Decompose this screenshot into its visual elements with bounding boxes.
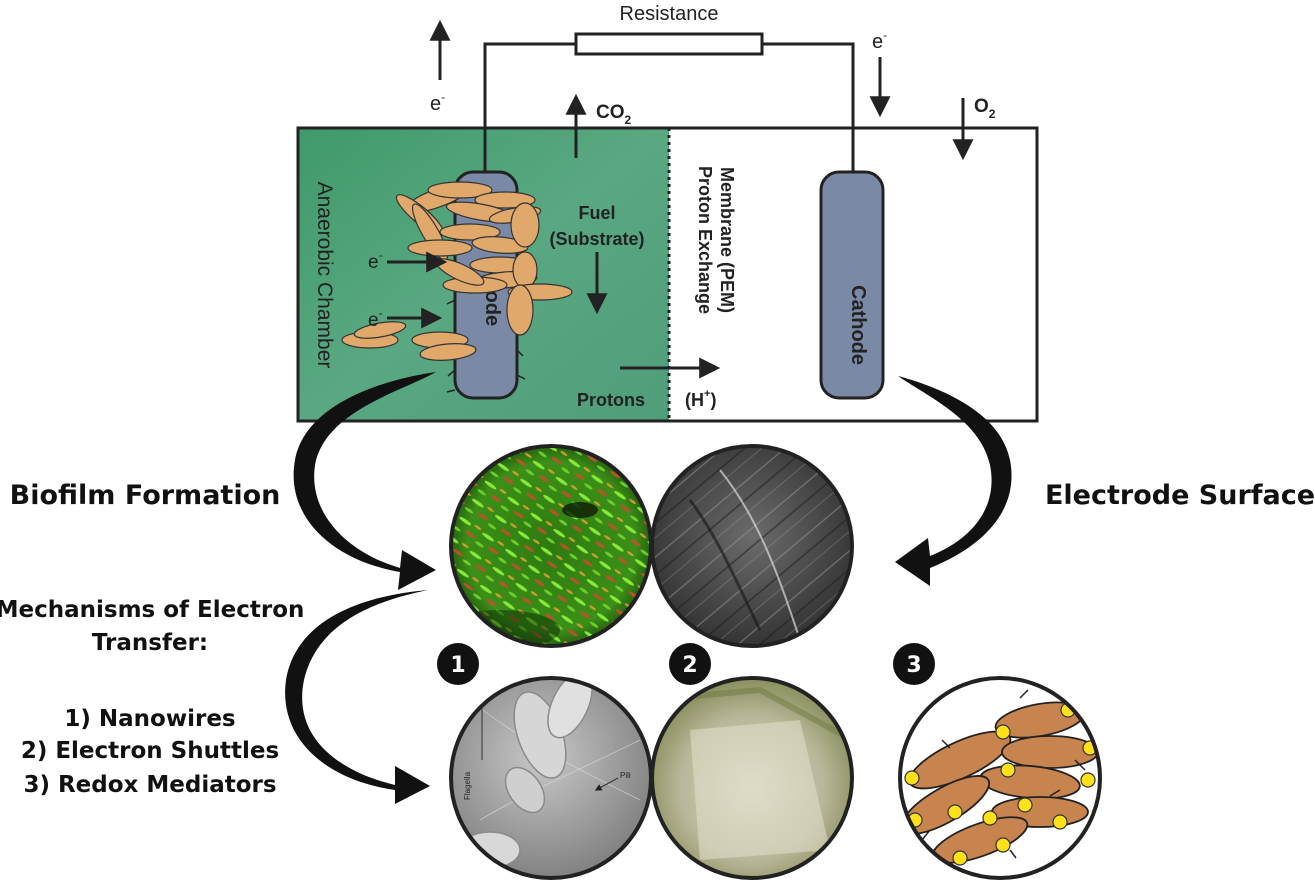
- electron-label-left: e-: [430, 90, 445, 115]
- anode-bacteria-cluster: [341, 181, 573, 361]
- svg-text:3: 3: [906, 653, 921, 678]
- co2-label: CO2: [596, 102, 632, 127]
- nanowires-micrograph: Flagella Pili: [449, 676, 653, 880]
- mechanism-item-1: 1) Nanowires: [64, 706, 235, 732]
- electrode-surface-label: Electrode Surface: [1045, 480, 1315, 511]
- membrane-label-line2: Membrane (PEM): [717, 167, 737, 313]
- circuit-wire-left: [483, 42, 576, 175]
- resistor: [574, 32, 764, 56]
- arrow-anode-to-biofilm: [293, 372, 436, 590]
- circuit-wire-right: [762, 42, 855, 175]
- electron-label-chamber-1: e-: [368, 248, 383, 273]
- flagella-annotation: Flagella: [463, 771, 472, 800]
- electron-label-right: e-: [872, 28, 887, 53]
- resistance-label: Resistance: [620, 3, 719, 25]
- arrow-cathode-to-electrode: [895, 376, 1012, 586]
- mechanism-item-3: 3) Redox Mediators: [23, 772, 276, 798]
- badge-2: 2: [669, 643, 711, 685]
- hplus-label: (H+): [685, 388, 716, 410]
- electron-shuttles-image: [650, 676, 854, 880]
- cathode: [819, 170, 885, 400]
- redox-mediators-illustration: [898, 676, 1102, 880]
- svg-text:1: 1: [450, 653, 465, 678]
- electrode-surface-micrograph: [650, 444, 854, 648]
- arrow-biofilm-to-mechanisms: [285, 590, 430, 804]
- fuel-label: Fuel: [578, 203, 615, 223]
- badge-1: 1: [437, 643, 479, 685]
- electron-label-chamber-2: e-: [368, 306, 383, 331]
- o2-label: O2: [974, 96, 996, 121]
- substrate-label: (Substrate): [549, 229, 644, 249]
- cathode-label: Cathode: [847, 285, 869, 365]
- mechanisms-title-line2: Transfer:: [92, 630, 208, 656]
- biofilm-formation-label: Biofilm Formation: [10, 480, 281, 511]
- svg-text:2: 2: [682, 653, 697, 678]
- membrane-label-line1: Proton Exchange: [695, 166, 715, 314]
- badge-3: 3: [893, 643, 935, 685]
- mechanism-item-2: 2) Electron Shuttles: [21, 738, 279, 764]
- biofilm-micrograph: [449, 444, 653, 648]
- pili-annotation: Pili: [620, 771, 631, 780]
- anaerobic-chamber-label: Anaerobic Chamber: [313, 182, 336, 369]
- protons-label: Protons: [577, 390, 645, 410]
- redox-mediator-dots: [904, 702, 1098, 866]
- mechanisms-title-line1: Mechanisms of Electron: [0, 597, 304, 623]
